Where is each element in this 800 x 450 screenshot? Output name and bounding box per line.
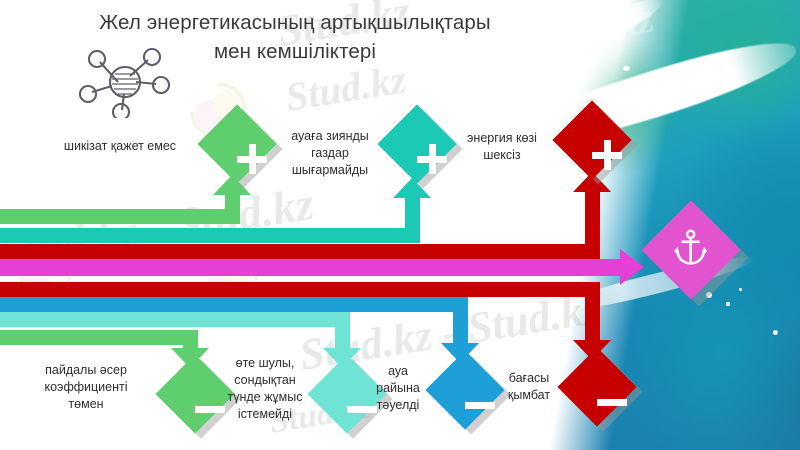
disadvantage-label-1-line-2: коэффициенті [44, 380, 128, 394]
advantage-node-3[interactable] [552, 100, 632, 180]
ribbon-aqua-vertical [335, 312, 350, 352]
disadvantage-label-2: өте шулы, сондықтан түнде жұмыс істемейд… [212, 355, 318, 423]
disadvantage-label-2-line-3: түнде жұмыс [227, 390, 303, 404]
advantage-label-3-line-2: шексіз [483, 148, 521, 162]
disadvantage-label-4: бағасы қымбат [490, 370, 568, 404]
watercolor-speckle [669, 104, 672, 107]
advantage-label-2: ауаға зиянды газдар шығармайды [275, 128, 385, 179]
page-title: Жел энергетикасының артықшылықтары мен к… [60, 8, 530, 66]
arrowhead-red-up [573, 172, 611, 192]
ribbon-red-lower-horizontal [0, 282, 600, 297]
ribbon-blue-vertical [453, 297, 468, 347]
advantage-node-1[interactable] [197, 104, 277, 184]
advantage-label-2-line-2: газдар [311, 146, 349, 160]
arrowhead-green-up [213, 175, 251, 195]
disadvantage-label-3: ауа райына тәуелді [362, 363, 434, 414]
ribbon-red-lower-vertical [585, 282, 600, 344]
molecule-icon [78, 47, 171, 118]
watercolor-speckle [645, 96, 650, 101]
ribbon-teal-vertical [405, 196, 420, 234]
page-title-line-2: мен кемшіліктері [213, 40, 377, 63]
page-title-line-1: Жел энергетикасының артықшылықтары [99, 11, 491, 34]
arrowhead-magenta-right [620, 249, 644, 285]
ribbon-red-upper-horizontal [0, 244, 600, 259]
center-anchor-node[interactable] [641, 200, 741, 300]
disadvantage-label-3-line-2: райына [376, 381, 420, 395]
advantage-label-3: энергия көзі шексіз [447, 130, 557, 164]
advantage-label-2-line-3: шығармайды [291, 163, 369, 177]
ribbon-green-bottom-horizontal [0, 330, 198, 345]
advantage-label-1: шикізат қажет емес [35, 138, 205, 155]
arrowhead-teal-up [393, 178, 431, 198]
ribbon-magenta-horizontal [0, 259, 620, 276]
ribbon-red-upper-vertical [585, 190, 600, 250]
watercolor-green-accent [535, 10, 705, 220]
advantage-node-2[interactable] [377, 104, 457, 184]
anchor-icon [674, 229, 708, 272]
disadvantage-label-1-line-1: пайдалы әсер [45, 363, 127, 377]
disadvantage-label-2-line-4: істемейді [237, 407, 293, 421]
ribbon-green-top-stem [225, 192, 240, 218]
disadvantage-label-4-line-1: бағасы [508, 371, 550, 385]
disadvantage-label-1: пайдалы әсер коэффициенті төмен [26, 362, 146, 413]
ribbon-green-top-horizontal [0, 209, 240, 224]
disadvantage-label-4-line-2: қымбат [507, 388, 551, 402]
watercolor-speckle [623, 66, 630, 71]
watermark: Stud.kz [524, 0, 658, 61]
ribbon-teal-horizontal [0, 228, 420, 243]
ribbon-green-bottom-vertical [183, 330, 198, 352]
disadvantage-label-2-line-2: сондықтан [234, 373, 296, 387]
advantage-label-2-line-1: ауаға зиянды [291, 129, 369, 143]
ribbon-blue-horizontal [0, 297, 468, 312]
advantage-label-1-line-1: шикізат қажет емес [63, 139, 177, 153]
watercolor-speckle [739, 288, 742, 291]
disadvantage-node-4[interactable] [557, 347, 637, 427]
advantage-label-3-line-1: энергия көзі [467, 131, 537, 145]
ribbon-aqua-horizontal [0, 312, 350, 327]
watercolor-speckle [726, 302, 730, 306]
disadvantage-label-3-line-3: тәуелді [376, 398, 420, 412]
disadvantage-label-2-line-1: өте шулы, [235, 356, 295, 370]
watercolor-speckle [773, 330, 778, 335]
disadvantage-label-1-line-3: төмен [68, 397, 104, 411]
disadvantage-label-3-line-1: ауа [388, 364, 408, 378]
